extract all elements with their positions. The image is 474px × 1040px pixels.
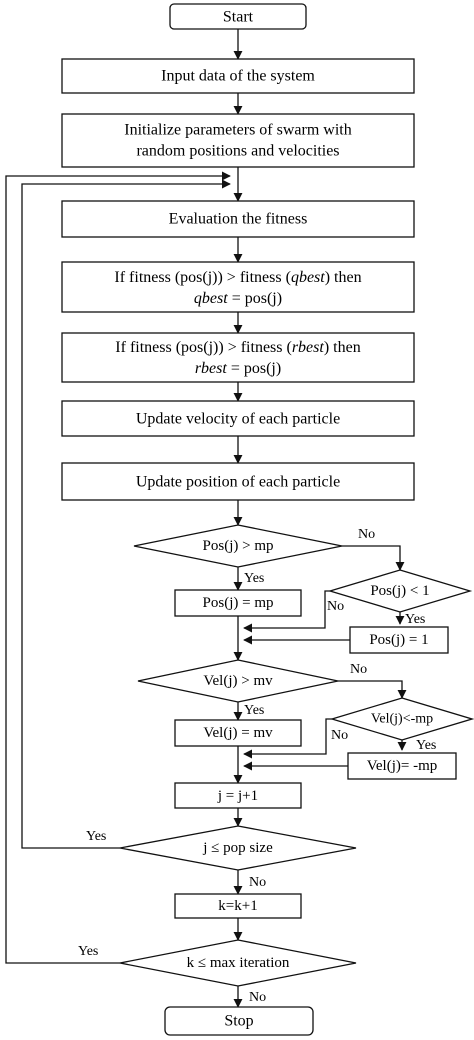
vel-gt-mv-decision (137, 659, 339, 703)
j-pop-size-yes-label: Yes (86, 829, 106, 844)
update-velocity-label: Update velocity of each particle (136, 411, 340, 428)
vel-gt-mv-label: Vel(j) > mv (203, 673, 273, 689)
vel-lt-mp-label: Vel(j)<-mp (371, 712, 433, 727)
rbest-assign-label: rbest = pos(j) (195, 360, 281, 377)
vel-lt-mp-decision (329, 697, 474, 741)
k-max-iteration-yes-label: Yes (78, 944, 98, 959)
j-increment-box (174, 782, 302, 809)
pos-eq-mp-box (174, 589, 302, 617)
update-position-label: Update position of each particle (136, 474, 340, 491)
vel-eq-neg-mp-box (347, 752, 457, 780)
k-increment-box (174, 893, 302, 919)
k-max-iteration-no-label: No (249, 990, 266, 1005)
start-terminal (169, 3, 307, 30)
vel-eq-neg-mp-label: Vel(j)= -mp (367, 758, 438, 774)
rbest-condition-label: If fitness (pos(j)) > fitness (rbest) th… (115, 339, 360, 356)
j-pop-size-label: j ≤ pop size (202, 840, 273, 856)
vel-lt-mp-no-label: No (331, 728, 348, 743)
pos-lt-1-label: Pos(j) < 1 (370, 583, 429, 599)
qbest-assign-label: qbest = pos(j) (194, 290, 282, 307)
arrow-vellt-no (243, 718, 332, 759)
vel-eq-mv-box (174, 719, 302, 747)
vel-eq-mv-label: Vel(j) = mv (203, 725, 273, 741)
update-position-box (61, 462, 415, 501)
j-pop-size-no-label: No (249, 875, 266, 890)
pos-gt-mp-no-label: No (358, 527, 375, 542)
arrow-jpop-yes-loop (21, 179, 231, 849)
initialize-box (61, 113, 415, 168)
pos-eq-1-label: Pos(j) = 1 (369, 632, 428, 648)
j-pop-size-decision (119, 825, 357, 871)
input-data-box (61, 58, 415, 94)
j-increment-label: j = j+1 (217, 788, 258, 804)
input-data-label: Input data of the system (161, 68, 315, 85)
vel-lt-mp-yes-label: Yes (416, 738, 436, 753)
arrow-poslt1-no (243, 590, 330, 633)
evaluate-fitness-box (61, 200, 415, 238)
evaluate-fitness-label: Evaluation the fitness (169, 211, 308, 228)
arrow-kmax-yes-loop (5, 171, 231, 964)
pos-lt-1-no-label: No (327, 599, 344, 614)
pos-gt-mp-decision (133, 524, 343, 568)
arrow-velmv-no (338, 680, 407, 699)
k-max-iteration-decision (119, 939, 357, 987)
pos-eq-1-box (349, 626, 449, 654)
start-label: Start (223, 9, 254, 26)
pos-lt-1-decision (327, 569, 473, 613)
k-increment-label: k=k+1 (218, 898, 257, 914)
arrow-posmp-no (342, 545, 405, 571)
qbest-condition-label: If fitness (pos(j)) > fitness (qbest) th… (114, 269, 361, 286)
pos-gt-mp-label: Pos(j) > mp (203, 538, 274, 554)
initialize-label-line1: Initialize parameters of swarm with (124, 122, 351, 139)
update-velocity-box (61, 400, 415, 437)
vel-gt-mv-yes-label: Yes (244, 703, 264, 718)
vel-gt-mv-no-label: No (350, 662, 367, 677)
stop-terminal (164, 1006, 314, 1036)
pos-gt-mp-yes-label: Yes (244, 571, 264, 586)
stop-label: Stop (224, 1013, 253, 1030)
initialize-label-line2: random positions and velocities (136, 143, 339, 160)
qbest-box (61, 261, 415, 313)
k-max-iteration-label: k ≤ max iteration (187, 955, 290, 971)
rbest-box (61, 332, 415, 383)
pos-lt-1-yes-label: Yes (405, 612, 425, 627)
pos-eq-mp-label: Pos(j) = mp (203, 595, 274, 611)
